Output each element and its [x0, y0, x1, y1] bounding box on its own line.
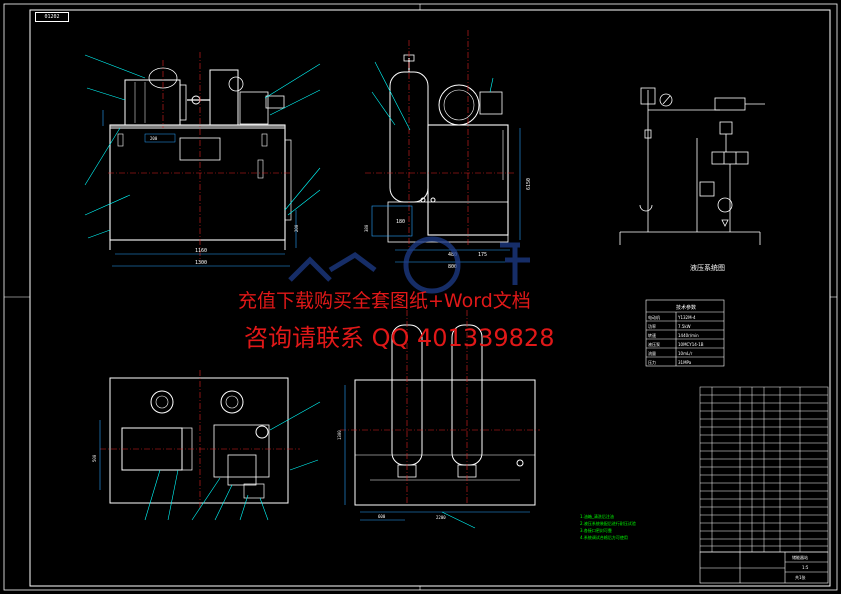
note-2: 3.各接口密封可靠	[580, 527, 612, 533]
perf-row-1-key: 功率	[648, 323, 656, 329]
dim-front-width-outer: 1300	[195, 260, 207, 266]
dim-side-d3: 800	[448, 264, 457, 270]
perf-table-title: 技术参数	[676, 304, 696, 311]
perf-row-0-val: Y132M-4	[677, 315, 696, 320]
perf-row-1-val: 7.5kW	[678, 324, 691, 329]
perf-row-4-val: 10mL/r	[678, 351, 693, 356]
note-1: 2.液压系统装配后进行耐压试验	[580, 520, 636, 526]
drawing-code-tag: 01202	[35, 12, 69, 22]
dim-bottom-width: 2200	[436, 515, 446, 520]
dim-bottom-height: 1300	[337, 430, 342, 440]
perf-row-5-key: 压力	[648, 359, 656, 365]
frame-tick-marks	[4, 4, 837, 590]
dim-front-top: 200	[150, 136, 158, 141]
dim-front-width-inner: 1160	[195, 248, 207, 254]
perf-row-5-val: 31MPa	[678, 360, 692, 365]
note-0: 1.油箱_清洗后注油	[580, 513, 614, 519]
schematic-title: 液压系统图	[690, 263, 725, 272]
watermark-logo	[288, 236, 530, 294]
watermark-line-1: 充值下载购买全套图纸+Word文档	[238, 290, 531, 312]
perf-row-3-val: 10MCY14-1B	[678, 342, 704, 347]
dim-bottom-w2: 600	[378, 514, 386, 519]
hydraulic-schematic	[619, 87, 765, 245]
dim-plan-height: 500	[92, 454, 97, 462]
perf-row-3-key: 液压泵	[648, 341, 660, 347]
title-block-sheet: 共1张	[795, 574, 806, 580]
watermark-line-2: 咨询请联系 QQ 401339828	[244, 324, 555, 352]
perf-row-4-key: 流量	[648, 350, 656, 356]
title-block-scale: 1:5	[802, 565, 809, 570]
parts-list	[699, 386, 829, 553]
plan-view	[99, 370, 321, 521]
note-3: 4.系统调试合格后方可使用	[580, 534, 628, 540]
perf-row-2-key: 转速	[648, 332, 656, 338]
dim-side-d2: 175	[478, 252, 487, 258]
perf-row-0-key: 电动机	[648, 314, 660, 320]
dim-side-d1: 480	[448, 252, 457, 258]
perf-table	[645, 299, 725, 367]
dim-side-overall-height: 6150	[526, 178, 532, 190]
inner-frame	[29, 9, 831, 587]
side-view	[365, 30, 521, 263]
title-block	[699, 551, 829, 584]
dim-side-d4: 180	[396, 219, 405, 225]
title-block-name: 储能器站	[792, 554, 808, 560]
dim-side-d5: 380	[364, 224, 369, 232]
dim-front-h1: 200	[294, 224, 299, 232]
section-view	[340, 310, 540, 529]
front-view	[84, 52, 321, 267]
perf-row-2-val: 1440r/min	[678, 333, 699, 338]
